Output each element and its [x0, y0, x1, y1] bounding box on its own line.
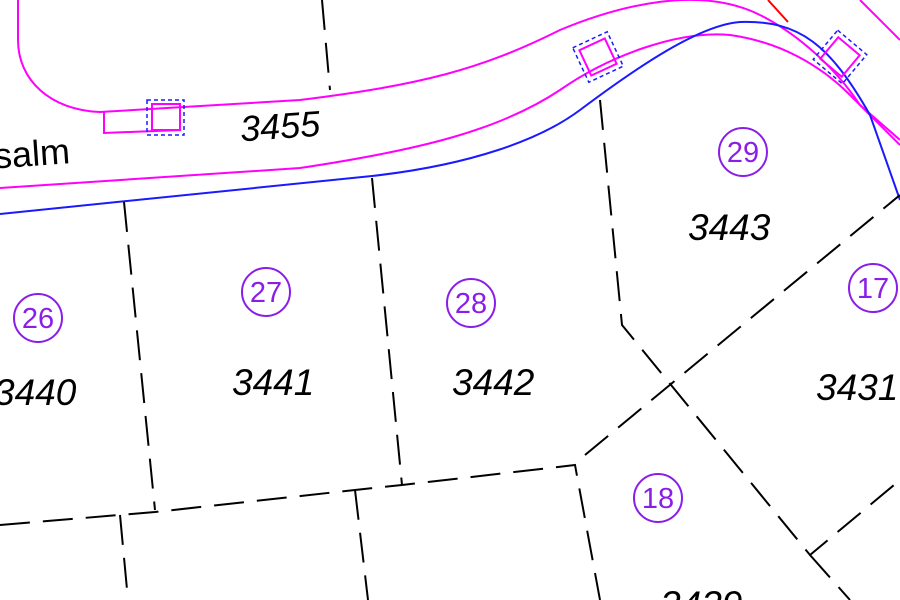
road-edge-north	[17, 0, 900, 141]
boundary-line	[354, 489, 369, 600]
street-parcel-number: 3455	[239, 103, 323, 150]
parcel-number: 3441	[232, 362, 314, 403]
house-number-badge: 26	[13, 293, 63, 343]
house-number-badge: 28	[446, 278, 496, 328]
parcel-number: 3431	[816, 367, 898, 408]
boundary-line	[0, 463, 601, 600]
marker-square	[151, 103, 181, 131]
parcel-number: 3443	[688, 207, 771, 248]
boundary-line	[599, 99, 900, 557]
road-edge-south	[0, 33, 900, 189]
road-edge-east	[859, 0, 900, 41]
boundary-line	[119, 514, 129, 600]
boundary-line	[123, 201, 156, 511]
marker-square-dashed	[146, 99, 185, 136]
svg-text:29: 29	[727, 137, 759, 169]
marker-square	[818, 35, 862, 79]
parcel-numbers: 3440 3441 3442 3443 3431 3439	[0, 207, 898, 600]
svg-text:27: 27	[250, 277, 282, 309]
marker-square	[578, 37, 618, 77]
boundary-line	[584, 194, 900, 456]
house-number-badge: 29	[718, 127, 768, 177]
boundary-line	[809, 554, 851, 600]
markers	[146, 29, 868, 136]
parcel-number: 3439	[660, 584, 742, 600]
red-stub	[767, 0, 789, 23]
road-centerline	[0, 20, 900, 215]
marker-square-dashed	[571, 30, 625, 84]
svg-text:17: 17	[857, 273, 889, 305]
house-number-badge: 18	[633, 473, 683, 523]
svg-text:26: 26	[22, 303, 54, 335]
boundary-line	[371, 177, 403, 486]
parcel-number: 3442	[452, 362, 535, 403]
house-numbers: 26 27 28 29 17 18	[13, 127, 898, 523]
house-number-badge: 17	[848, 263, 898, 313]
house-number-badge: 27	[241, 267, 291, 317]
road-name: salm	[0, 130, 71, 176]
road-edges	[0, 0, 900, 189]
svg-text:28: 28	[455, 288, 487, 320]
parcel-number: 3440	[0, 372, 77, 413]
svg-text:18: 18	[642, 483, 674, 515]
boundary-line	[321, 0, 331, 91]
